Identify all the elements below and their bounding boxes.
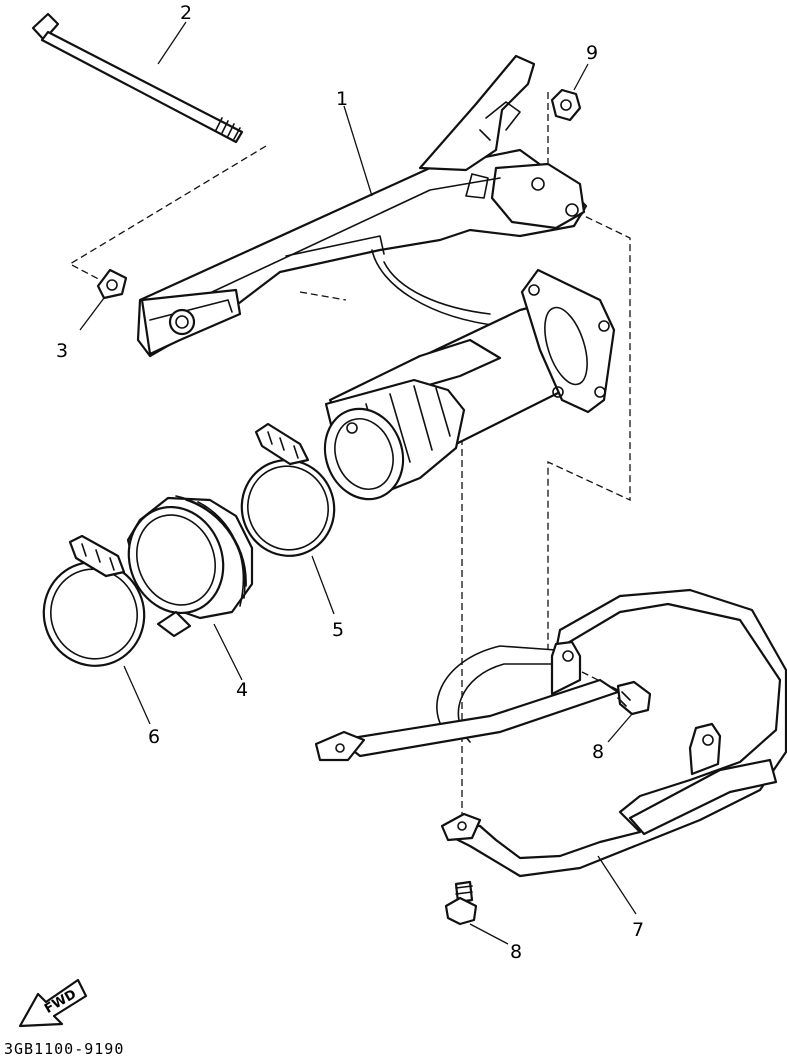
clamp-6-part[interactable] — [30, 534, 157, 679]
callout-2: 2 — [180, 2, 192, 24]
callout-8-lower: 8 — [510, 941, 522, 963]
callout-7: 7 — [632, 919, 644, 941]
drawing-code: 3GB1100-9190 — [4, 1040, 124, 1058]
nut-part[interactable] — [550, 88, 582, 122]
callout-1: 1 — [336, 88, 348, 110]
pivot-shaft-part[interactable] — [31, 12, 244, 144]
alignment-line — [299, 291, 347, 301]
collar-part[interactable] — [96, 268, 128, 300]
callout-4: 4 — [236, 679, 248, 701]
callout-6: 6 — [148, 726, 160, 748]
axle-housing-part[interactable] — [313, 268, 616, 510]
bolt-8-lower-part[interactable] — [444, 880, 478, 926]
callout-5: 5 — [332, 619, 344, 641]
rubber-boot-part[interactable] — [113, 493, 254, 638]
alignment-line — [68, 145, 267, 285]
alignment-line — [547, 211, 631, 650]
bolt-8-upper-part[interactable] — [616, 680, 652, 716]
fwd-arrow-icon: FWD — [18, 978, 88, 1028]
callout-8-upper: 8 — [592, 741, 604, 763]
callout-9: 9 — [586, 42, 598, 64]
guard-part[interactable] — [314, 588, 787, 878]
callout-3: 3 — [56, 340, 68, 362]
clamp-5-part[interactable] — [229, 422, 346, 568]
rear-arm-part[interactable] — [136, 54, 588, 358]
